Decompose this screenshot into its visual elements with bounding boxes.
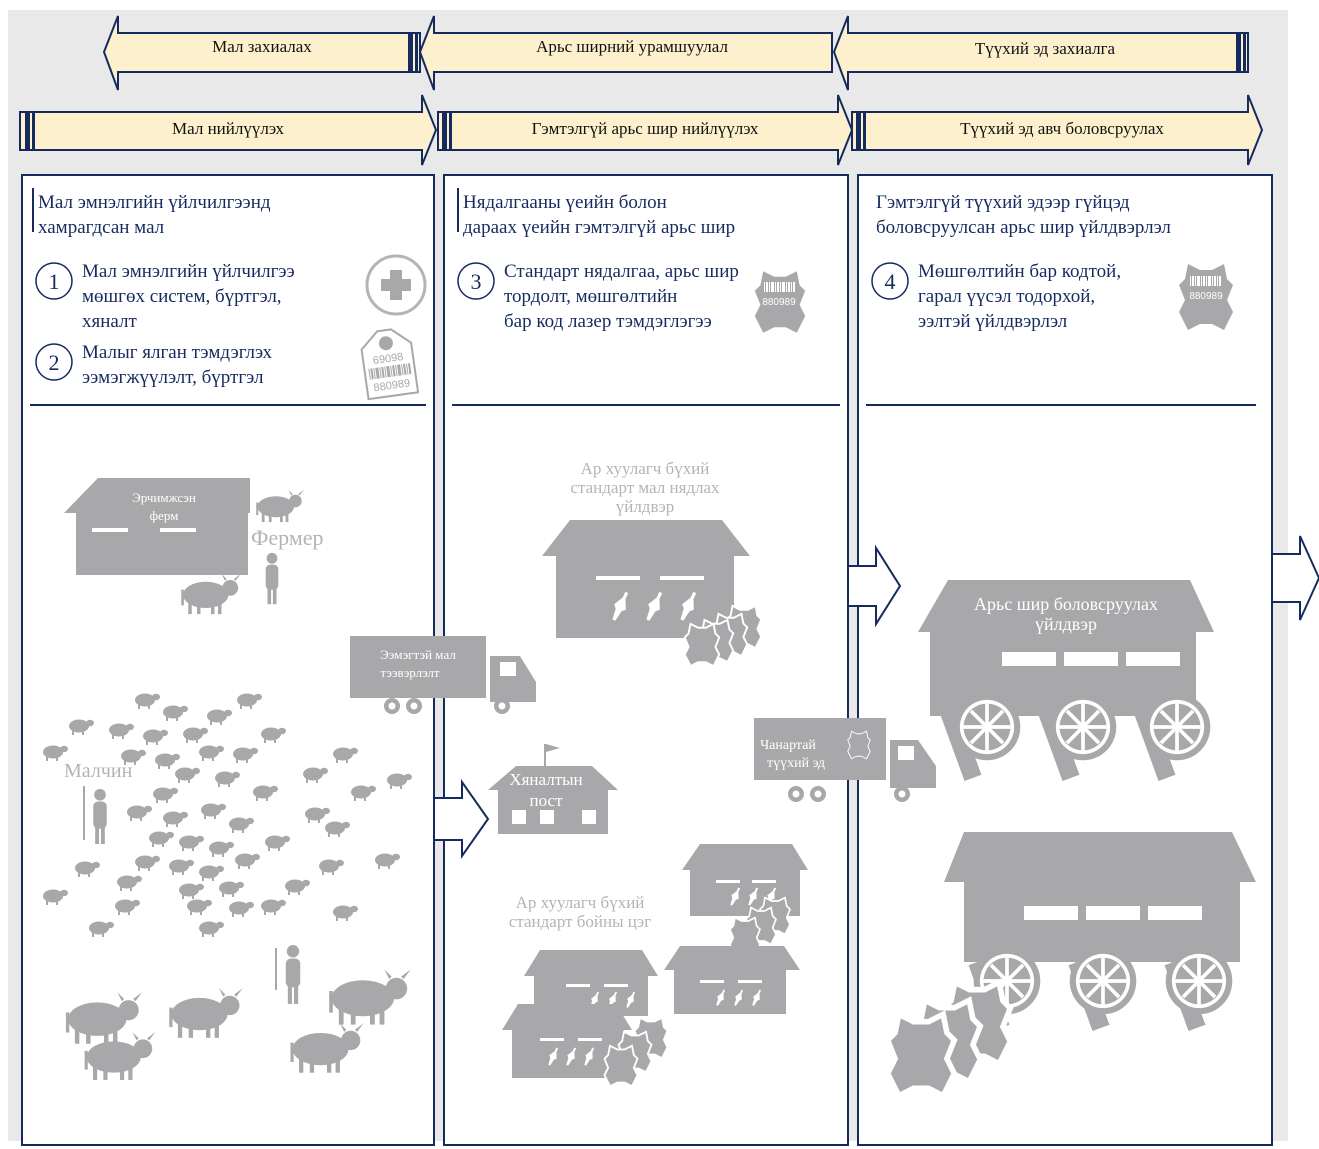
column-2-heading-line-1: Нядалгааны үеийн болон: [463, 192, 667, 213]
column-1-header: Мал эмнэлгийн үйлчилгээнд хамрагдсан мал…: [32, 188, 427, 401]
slaughterhouse-label-line-2: стандарт мал нядлах: [570, 478, 720, 497]
flow-arrow-1: [433, 778, 490, 860]
column-2-heading-line-2: дараах үеийн гэмтэлгүй арьс шир: [463, 217, 735, 238]
checkpoint-label-line-2: пост: [530, 791, 564, 810]
step-4-line-1: Мөшгөлтийн бар кодтой,: [918, 261, 1121, 282]
arrow-livestock-order-label: Мал захиалах: [212, 37, 312, 56]
step-1-line-2: мөшгөх систем, бүртгэл,: [82, 286, 282, 307]
truck-2-label-line-2: түүхий эд: [767, 756, 825, 771]
checkpoint-building: Хяналтын пост: [488, 744, 618, 834]
barcoded-hide-icon: 880989: [1179, 264, 1233, 330]
step-3-number: 3: [471, 269, 482, 294]
tannery-label-line-2: үйлдвэр: [1035, 614, 1097, 634]
step-4-number: 4: [885, 269, 896, 294]
arrow-hide-supply-label: Гэмтэлгүй арьс шир нийлүүлэх: [532, 119, 759, 138]
column-3-heading-line-1: Гэмтэлгүй түүхий эдээр гүйцэд: [876, 192, 1130, 213]
slaughterhouse-label-line-1: Ар хуулагч бүхий: [581, 459, 710, 478]
column-2-header: Нядалгааны үеийн болон дараах үеийн гэмт…: [457, 188, 806, 333]
ear-tag-number-1: 69098: [372, 351, 404, 367]
column-1-heading-line-2: хамрагдсан мал: [38, 217, 165, 238]
arrow-hide-incentive-label: Арьс ширний урамшуулал: [536, 37, 728, 56]
herder-figure: [83, 786, 107, 845]
arrow-raw-material-order: Түүхий эд захиалга: [832, 15, 1249, 91]
step-1-line-1: Мал эмнэлгийн үйлчилгээ: [82, 261, 295, 282]
slaughterhouse-building: [542, 520, 763, 668]
step-3-badge: [457, 262, 495, 300]
barcoded-hide-icon: 880989: [754, 271, 806, 333]
truck-1-label-line-2: тээвэрлэлт: [380, 665, 440, 680]
step-1-number: 1: [49, 269, 60, 294]
arrow-row-supply: Мал нийлүүлэх Гэмтэлгүй арьс шир нийлүүл…: [19, 94, 1264, 166]
livestock-truck: Ээмэгтэй мал тээвэрлэлт: [350, 636, 536, 714]
arrow-hide-supply: Гэмтэлгүй арьс шир нийлүүлэх: [437, 94, 854, 166]
step-3-line-2: тордолт, мөшгөлтийн: [504, 286, 677, 307]
ear-tag-number-2: 880989: [373, 377, 411, 394]
step-2-badge: [35, 343, 73, 381]
farm-label-line-1: Эрчимжсэн: [132, 490, 196, 505]
flow-arrow-2: [847, 544, 902, 628]
tannery-building: Арьс шир боловсруулах үйлдвэр: [918, 580, 1214, 781]
column-3-header: Гэмтэлгүй түүхий эдээр гүйцэд боловсруул…: [871, 192, 1233, 332]
step-1-badge: [35, 262, 73, 300]
arrow-livestock-supply: Мал нийлүүлэх: [19, 94, 438, 166]
flow-arrow-3: [1271, 535, 1319, 621]
slaughterhouse-label-line-3: үйлдвэр: [616, 497, 675, 516]
truck-1-label-line-1: Ээмэгтэй мал: [380, 647, 456, 662]
raw-material-truck: Чанартай түүхий эд: [754, 718, 936, 802]
intensive-farm-building: Эрчимжсэн ферм: [64, 478, 250, 575]
tanning-drums: [940, 691, 1213, 781]
farmer-label: Фермер: [251, 525, 324, 550]
small-slaughter-units: [502, 844, 808, 1088]
ear-tag-icon: 69098 880989: [360, 328, 420, 401]
medical-cross-icon: [365, 254, 427, 316]
step-2-number: 2: [49, 350, 60, 375]
small-slaughter-label-line-2: стандарт бойны цэг: [509, 912, 651, 931]
checkpoint-label-line-1: Хяналтын: [509, 770, 582, 789]
herder-label: Малчин: [64, 760, 133, 782]
tannery-building-2: [888, 832, 1256, 1096]
step-3-line-3: бар код лазер тэмдэглэгээ: [504, 311, 712, 332]
step-3-line-1: Стандарт нядалгаа, арьс шир: [504, 261, 739, 282]
arrow-processing-label: Түүхий эд авч боловсруулах: [960, 119, 1164, 138]
step-2-line-1: Малыг ялган тэмдэглэх: [82, 342, 272, 363]
arrow-processing: Түүхий эд авч боловсруулах: [851, 94, 1264, 166]
herder-figure-2: [275, 945, 301, 1004]
hide-code-2: 880989: [762, 297, 796, 308]
step-4-line-2: гарал үүсэл тодорхой,: [918, 286, 1095, 307]
arrow-livestock-order: Мал захиалах: [102, 15, 421, 91]
step-4-line-3: ээлтэй үйлдвэрлэл: [918, 311, 1068, 332]
column-3-heading-line-2: боловсруулсан арьс шир үйлдвэрлэл: [876, 217, 1171, 238]
tannery-label-line-1: Арьс шир боловсруулах: [974, 594, 1158, 614]
farm-label-line-2: ферм: [150, 508, 179, 523]
hide-code-3: 880989: [1189, 291, 1223, 302]
arrow-hide-incentive: Арьс ширний урамшуулал: [418, 15, 833, 91]
step-4-badge: [871, 262, 909, 300]
step-1-line-3: хяналт: [82, 311, 137, 332]
column-1-heading-line-1: Мал эмнэлгийн үйлчилгээнд: [38, 192, 271, 213]
arrow-raw-material-order-label: Түүхий эд захиалга: [975, 39, 1116, 58]
small-slaughter-label-line-1: Ар хуулагч бүхий: [516, 893, 645, 912]
truck-2-label-line-1: Чанартай: [760, 738, 816, 753]
arrow-row-orders: Мал захиалах Арьс ширний урамшуулал Түүх…: [102, 15, 1249, 91]
step-2-line-2: ээмэгжүүлэлт, бүртгэл: [82, 367, 264, 388]
arrow-livestock-supply-label: Мал нийлүүлэх: [172, 119, 284, 138]
